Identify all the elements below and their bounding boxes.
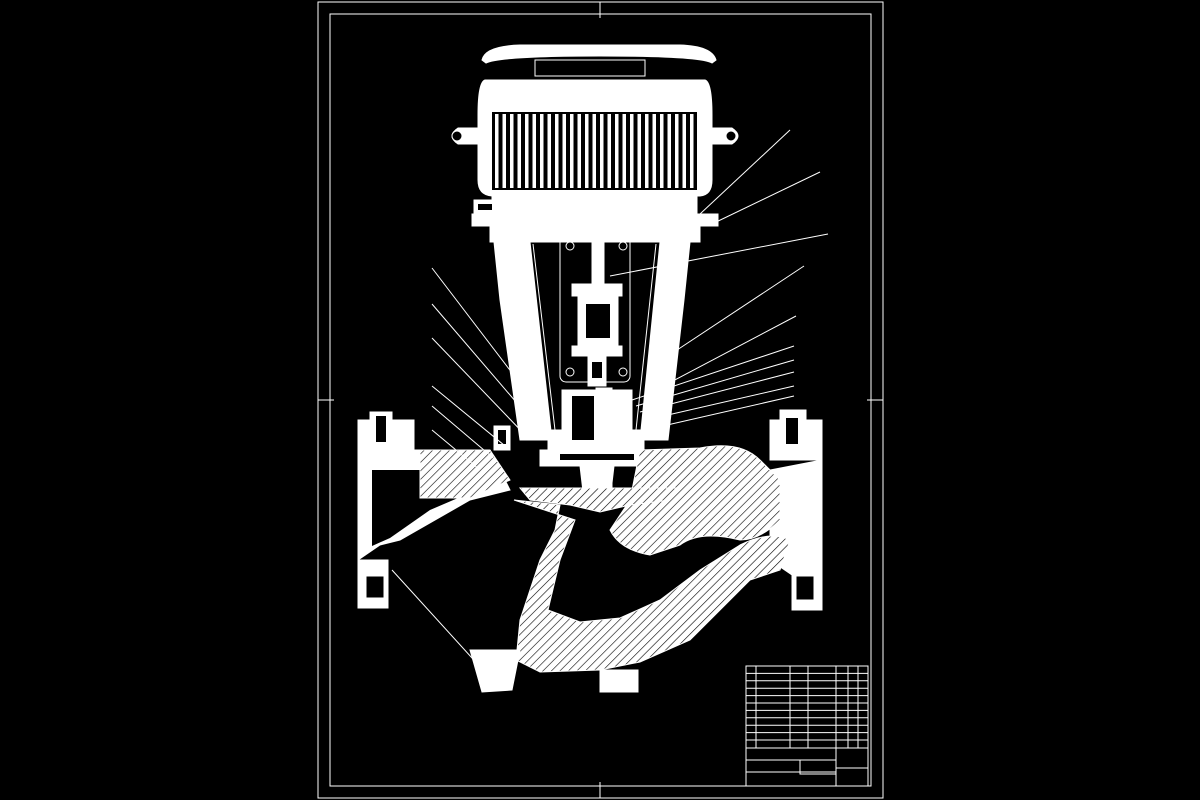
motor-fin xyxy=(600,114,604,188)
motor-fin xyxy=(502,114,506,188)
shaft-seal xyxy=(539,387,655,501)
motor-fin xyxy=(637,114,641,188)
motor-fin xyxy=(577,114,581,188)
motor-fin xyxy=(660,114,664,188)
motor-fin xyxy=(570,114,574,188)
motor-fin xyxy=(690,114,694,188)
motor-fin xyxy=(607,114,611,188)
motor-fin xyxy=(630,114,634,188)
motor-fin xyxy=(615,114,619,188)
motor-fin xyxy=(495,114,499,188)
motor-fin xyxy=(532,114,536,188)
motor-fin xyxy=(622,114,626,188)
motor-fin xyxy=(667,114,671,188)
motor-fin xyxy=(510,114,514,188)
motor xyxy=(451,44,739,243)
motor-fin xyxy=(555,114,559,188)
motor-fin xyxy=(540,114,544,188)
motor-fin xyxy=(652,114,656,188)
motor-fin xyxy=(585,114,589,188)
motor-fin xyxy=(592,114,596,188)
leader-lines xyxy=(431,129,829,471)
pump-casing xyxy=(357,409,823,693)
motor-fin xyxy=(547,114,551,188)
motor-fin xyxy=(517,114,521,188)
title-block xyxy=(745,665,869,787)
motor-bracket xyxy=(493,231,691,441)
motor-fin xyxy=(645,114,649,188)
motor-fin xyxy=(675,114,679,188)
motor-fin xyxy=(562,114,566,188)
sheet-border xyxy=(317,1,884,799)
motor-fin xyxy=(682,114,686,188)
motor-fin xyxy=(525,114,529,188)
